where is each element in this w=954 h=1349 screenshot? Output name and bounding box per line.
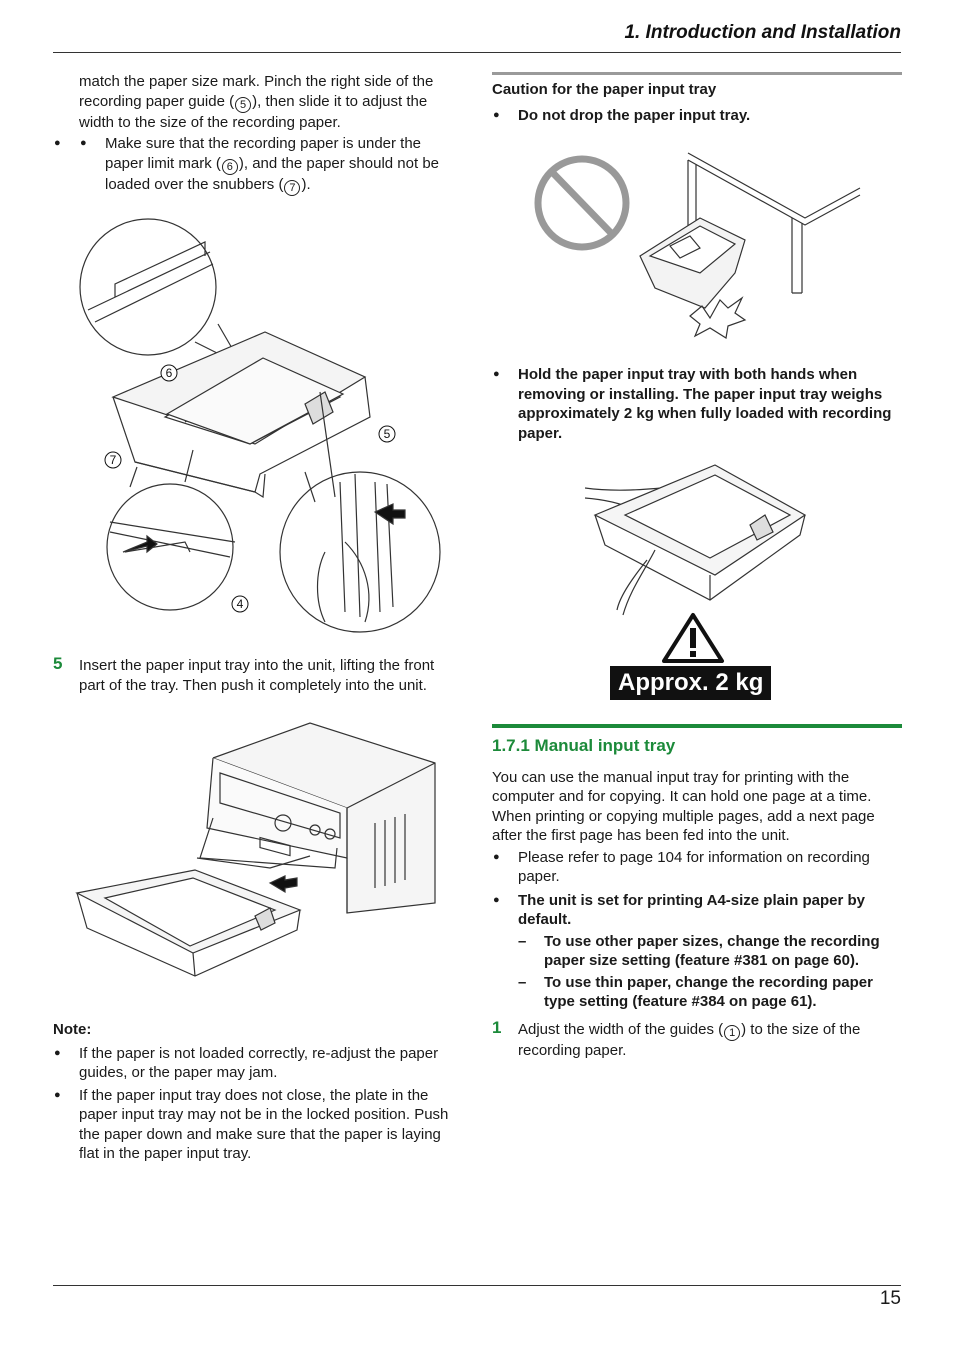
left-column: match the paper size mark. Pinch the rig… xyxy=(53,72,463,196)
step-1: 1 Adjust the width of the guides (1) to … xyxy=(492,1017,861,1059)
caution-bullet-drop: Do not drop the paper input tray. xyxy=(492,106,902,126)
do-not-drop-illustration xyxy=(534,152,861,339)
tray-guides-illustration: 6 5 7 4 xyxy=(79,218,441,633)
hold-tray-illustration xyxy=(585,464,807,616)
dash-paper-size: To use other paper sizes, change the rec… xyxy=(492,932,902,971)
bullet-default: The unit is set for printing A4-size pla… xyxy=(492,891,902,930)
section-title: 1.7.1 Manual input tray xyxy=(492,736,676,755)
caution-title: Caution for the paper input tray xyxy=(492,81,717,98)
manual-input-section: 1.7.1 Manual input tray You can use the … xyxy=(492,724,902,1060)
intro-paragraph: match the paper size mark. Pinch the rig… xyxy=(79,73,434,131)
bullet-paper-limit: ● Make sure that the recording paper is … xyxy=(53,134,463,196)
insert-tray-illustration xyxy=(75,722,436,977)
weight-label: Approx. 2 kg xyxy=(610,666,772,700)
footer-rule xyxy=(53,1285,901,1286)
section-intro: You can use the manual input tray for pr… xyxy=(492,768,875,845)
callout-6: 6 xyxy=(166,366,173,380)
caution-section: Caution for the paper input tray Do not … xyxy=(492,72,902,125)
warning-icon xyxy=(662,613,724,663)
step-number: 1 xyxy=(492,1017,502,1037)
chapter-title: 1. Introduction and Installation xyxy=(624,22,901,43)
caution-rule xyxy=(492,72,902,75)
step-5: 5 Insert the paper input tray into the u… xyxy=(53,654,463,695)
note-section: Note: If the paper is not loaded correct… xyxy=(53,1020,463,1164)
step-text: Insert the paper input tray into the uni… xyxy=(79,657,435,694)
section-rule xyxy=(492,724,902,728)
dash-paper-type: To use thin paper, change the recording … xyxy=(492,973,902,1012)
step-number: 5 xyxy=(53,654,63,673)
note-title: Note: xyxy=(53,1021,92,1038)
caution-bullet-hold: Hold the paper input tray with both hand… xyxy=(492,365,902,443)
note-bullet-2: If the paper input tray does not close, … xyxy=(53,1086,463,1164)
bullet-refer: Please refer to page 104 for information… xyxy=(492,848,902,887)
caution-bullet-hold-wrap: Hold the paper input tray with both hand… xyxy=(492,365,902,443)
callout-circle: 5 xyxy=(235,96,252,113)
callout-circle: 7 xyxy=(284,179,301,196)
page-number: 15 xyxy=(879,1288,901,1309)
callout-4: 4 xyxy=(237,597,244,611)
callout-circle: 6 xyxy=(221,158,238,175)
callout-circle: 1 xyxy=(724,1024,741,1041)
header-rule xyxy=(53,52,901,53)
note-bullet-1: If the paper is not loaded correctly, re… xyxy=(53,1044,463,1083)
callout-7: 7 xyxy=(110,453,117,467)
callout-5: 5 xyxy=(384,427,391,441)
